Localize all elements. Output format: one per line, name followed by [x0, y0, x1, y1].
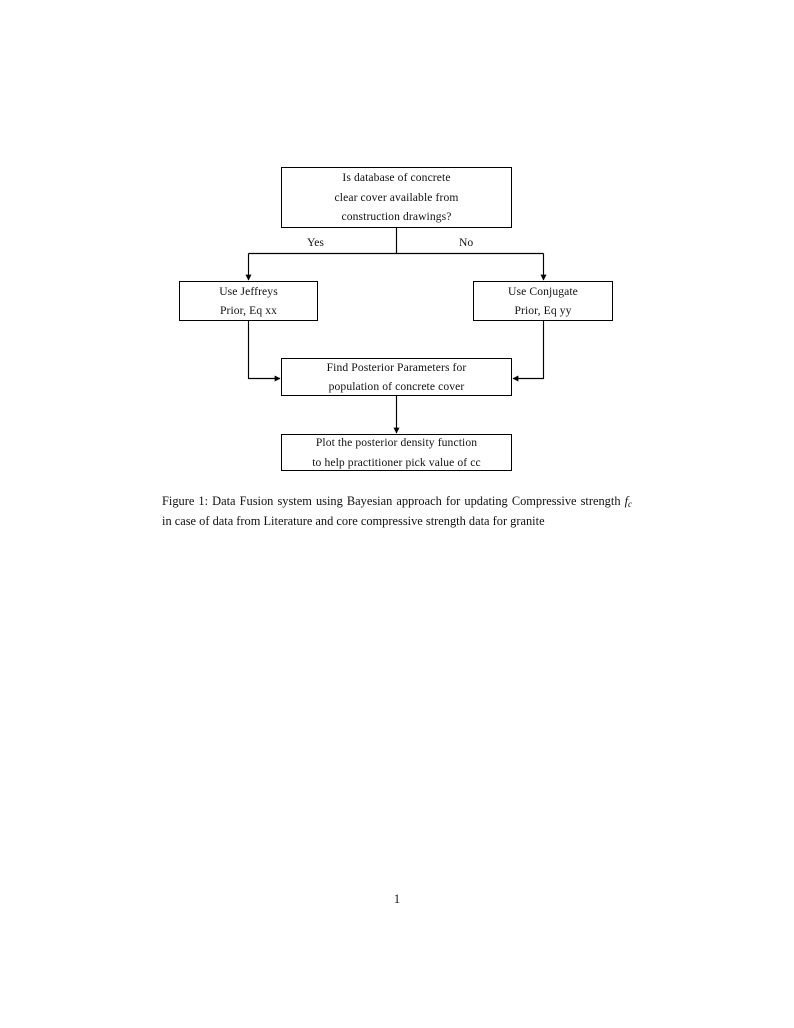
node-text-line: construction drawings? — [341, 210, 452, 224]
process-node-plot-posterior-density[interactable]: Plot the posterior density function to h… — [281, 434, 512, 471]
caption-math-base: f — [624, 494, 629, 508]
node-text-line: Prior, Eq xx — [219, 304, 278, 317]
caption-label: Figure 1: — [162, 494, 209, 508]
decision-node-database-available[interactable]: Is database of concrete clear cover avai… — [281, 167, 512, 228]
caption-math-subscript: c — [628, 499, 632, 510]
process-node-find-posterior-parameters[interactable]: Find Posterior Parameters for population… — [281, 358, 512, 396]
node-text-line: Use Conjugate — [508, 284, 578, 298]
flowchart-connectors — [245, 228, 547, 434]
branch-label-yes: Yes — [307, 236, 324, 249]
node-text-line: Is database of concrete — [342, 171, 451, 185]
node-text-line: Prior, Eq yy — [514, 304, 572, 317]
node-text-line: clear cover available from — [334, 190, 459, 204]
process-node-jeffreys-prior[interactable]: Use Jeffreys Prior, Eq xx — [179, 281, 318, 321]
connector-jeffreys-to-posterior — [247, 321, 281, 382]
caption-text-before: Data Fusion system using Bayesian approa… — [208, 494, 625, 508]
figure-flowchart: Is database of concrete clear cover avai… — [0, 0, 794, 490]
node-text-line: Plot the posterior density function — [315, 436, 478, 450]
node-text-line: Use Jeffreys — [219, 284, 278, 298]
caption-math-symbol: fc — [624, 494, 632, 510]
caption-text-after: in case of data from Literature and core… — [162, 513, 545, 528]
process-node-conjugate-prior[interactable]: Use Conjugate Prior, Eq yy — [473, 281, 613, 321]
figure-caption: Figure 1: Data Fusion system using Bayes… — [162, 492, 632, 531]
connector-conjugate-to-posterior — [512, 321, 545, 382]
node-text-line: population of concrete cover — [328, 380, 465, 393]
branch-label-no: No — [459, 236, 474, 249]
node-text-line: Find Posterior Parameters for — [326, 360, 467, 374]
node-text-line: to help practitioner pick value of cc — [312, 455, 481, 469]
page-number: 1 — [393, 892, 401, 906]
